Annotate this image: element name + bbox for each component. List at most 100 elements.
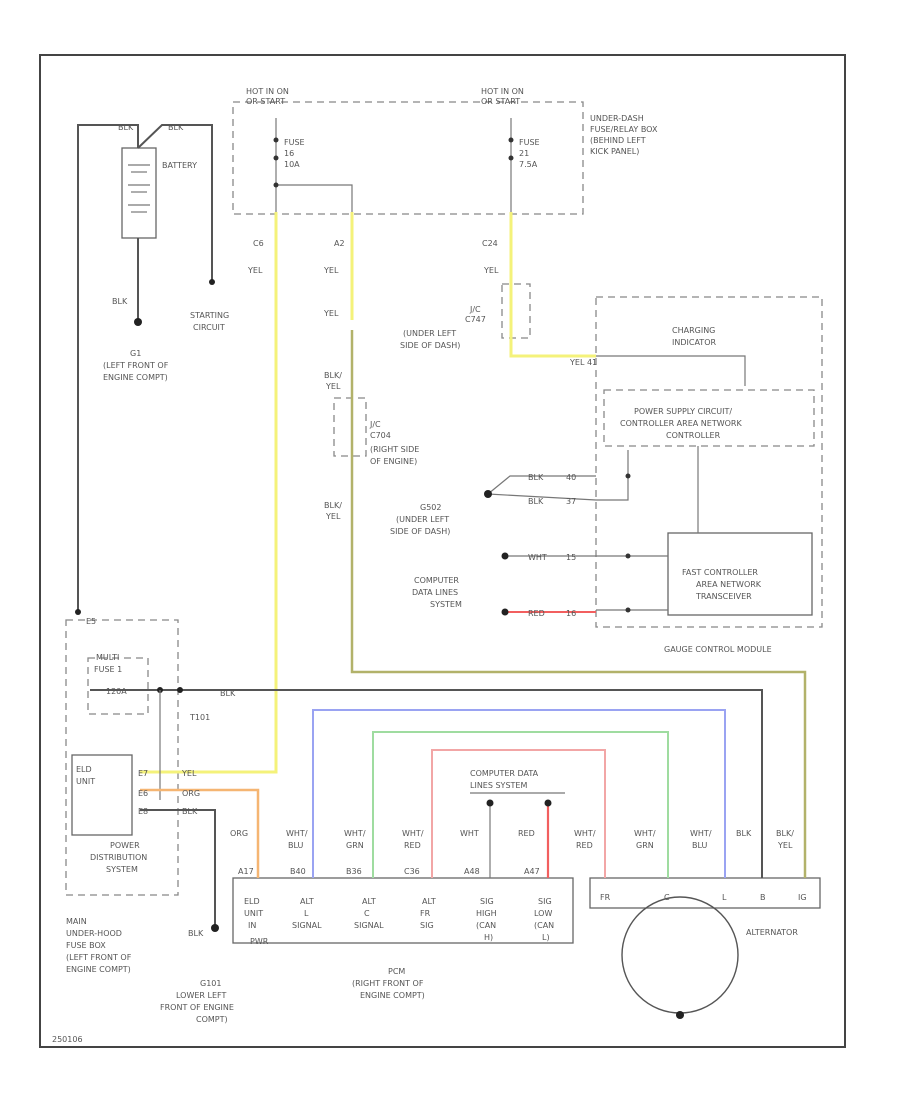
blk-wire-1: BLK xyxy=(528,473,544,482)
jc-c704-box xyxy=(333,397,367,457)
pcm-label-1b: L xyxy=(304,909,309,918)
pcm-connector-box xyxy=(232,877,574,944)
pcm-label-1a: ALT xyxy=(300,897,314,906)
pcm-label-3b: FR xyxy=(420,909,431,918)
pcm-wire-1b: BLU xyxy=(288,841,304,850)
power-supply-2: CONTROLLER AREA NETWORK xyxy=(620,419,742,428)
fuse-left-1: FUSE xyxy=(284,138,305,147)
gauge-blk-wire xyxy=(596,450,629,501)
pcm-label-5b: LOW xyxy=(534,909,552,918)
g1-1: G1 xyxy=(130,349,141,358)
alt-wire-3a: BLK xyxy=(736,829,752,838)
fuse-16-branch xyxy=(276,184,353,212)
g101-2: LOWER LEFT xyxy=(176,991,227,1000)
e6-label: E6 xyxy=(138,789,148,798)
alt-wire-4b: YEL xyxy=(777,841,793,850)
gauge-control-module-box xyxy=(595,296,823,628)
computer-lines-3: SYSTEM xyxy=(430,600,462,609)
jc747-1: J/C xyxy=(469,305,481,314)
yel-4: YEL xyxy=(483,266,499,275)
alt-wire-2b: BLU xyxy=(692,841,708,850)
jc747-2: C747 xyxy=(465,315,486,324)
eld-1: ELD xyxy=(76,765,92,774)
yel-wire-c6 xyxy=(140,212,278,774)
power-dist-1: POWER xyxy=(110,841,140,850)
wht-grn-wire xyxy=(372,731,669,878)
computer-data-1: COMPUTER DATA xyxy=(470,769,539,778)
g101-4: COMPT) xyxy=(196,1015,228,1024)
conn-a2: A2 xyxy=(334,239,345,248)
under-dash-2: FUSE/RELAY BOX xyxy=(590,125,658,134)
pcm-label-2a: ALT xyxy=(362,897,376,906)
yel-2: YEL xyxy=(323,266,339,275)
g101-3: FRONT OF ENGINE xyxy=(160,1003,234,1012)
fuse-right-1: FUSE xyxy=(519,138,540,147)
alternator-connector-box xyxy=(589,877,821,909)
t101-dot-2 xyxy=(177,687,183,693)
under-dash-4: KICK PANEL) xyxy=(590,147,639,156)
wht-wire-label: WHT xyxy=(528,553,547,562)
computer-lines-2: DATA LINES xyxy=(412,588,458,597)
pcm-wire-3b: RED xyxy=(404,841,421,850)
power-dist-2: DISTRIBUTION xyxy=(90,853,147,862)
pin-37: 37 xyxy=(566,497,576,506)
pcm-can-h-dot xyxy=(486,799,494,807)
fast-can-3: TRANSCEIVER xyxy=(695,592,752,601)
power-supply-3: CONTROLLER xyxy=(666,431,721,440)
pcm-label-4a: SIG xyxy=(480,897,494,906)
jc704-2: C704 xyxy=(370,431,391,440)
pin-label xyxy=(628,346,631,355)
pin-40: 40 xyxy=(566,473,576,482)
pcm-label-0c: IN xyxy=(248,921,256,930)
red-wire-label: RED xyxy=(528,609,545,618)
g101-1: G101 xyxy=(200,979,221,988)
blk-yel-2b: YEL xyxy=(325,512,341,521)
gauge-dot-1 xyxy=(625,473,631,479)
fast-can-2: AREA NETWORK xyxy=(696,580,762,589)
g1-ground-dot xyxy=(134,318,142,326)
g502-ground-dot xyxy=(484,490,492,498)
blk-yel-1b: YEL xyxy=(325,382,341,391)
pcm-label-1c: SIGNAL xyxy=(292,921,322,930)
gauge-dot-2 xyxy=(625,553,631,559)
diagram-frame xyxy=(39,54,846,1048)
alt-pin-fr: FR xyxy=(600,893,611,902)
main-fuse-3: FUSE BOX xyxy=(66,941,106,950)
pcm-title-1: PCM xyxy=(388,967,405,976)
yel-wire-c24 xyxy=(509,212,596,358)
fuse-16-bottom xyxy=(273,155,279,161)
batt-pos-1: BLK xyxy=(118,123,134,132)
pcm-wire-5a: RED xyxy=(518,829,535,838)
org-eld: ORG xyxy=(182,789,200,798)
multi-fuse-1: MULTI xyxy=(96,653,119,662)
e7-label: E7 xyxy=(138,769,148,778)
eld-unit-box xyxy=(71,754,133,836)
blk-main-label: BLK xyxy=(220,689,236,698)
jc704-4: OF ENGINE) xyxy=(370,457,417,466)
can-l-dot xyxy=(501,608,509,616)
g502-2: (UNDER LEFT xyxy=(396,515,449,524)
fuse-16-splice xyxy=(273,182,279,188)
main-fuse-1: MAIN xyxy=(66,917,87,926)
eld-2: UNIT xyxy=(76,777,95,786)
blk-ground-label: BLK xyxy=(112,297,128,306)
pcm-wire-0a: ORG xyxy=(230,829,248,838)
wht-red-wire xyxy=(431,749,606,878)
blk-yel-1a: BLK/ xyxy=(324,371,342,380)
fuse-120a: 120A xyxy=(106,687,127,696)
wht-blu-wire xyxy=(312,709,726,878)
jc-c747-box xyxy=(501,283,531,339)
fuse-right-3: 7.5A xyxy=(519,160,538,169)
pcm-label-2b: C xyxy=(364,909,370,918)
hot-left-1: HOT IN ON xyxy=(246,87,289,96)
g101-ground-dot xyxy=(211,924,219,932)
fuse-21-top xyxy=(508,137,514,143)
pcm-can-l-dot xyxy=(544,799,552,807)
pcm-label-5a: SIG xyxy=(538,897,552,906)
alternator-symbol xyxy=(621,896,739,1014)
pin-15: 15 xyxy=(566,553,576,562)
pcm-wire-2b: GRN xyxy=(346,841,364,850)
e8-label: E8 xyxy=(138,807,148,816)
yel-eld: YEL xyxy=(181,769,197,778)
